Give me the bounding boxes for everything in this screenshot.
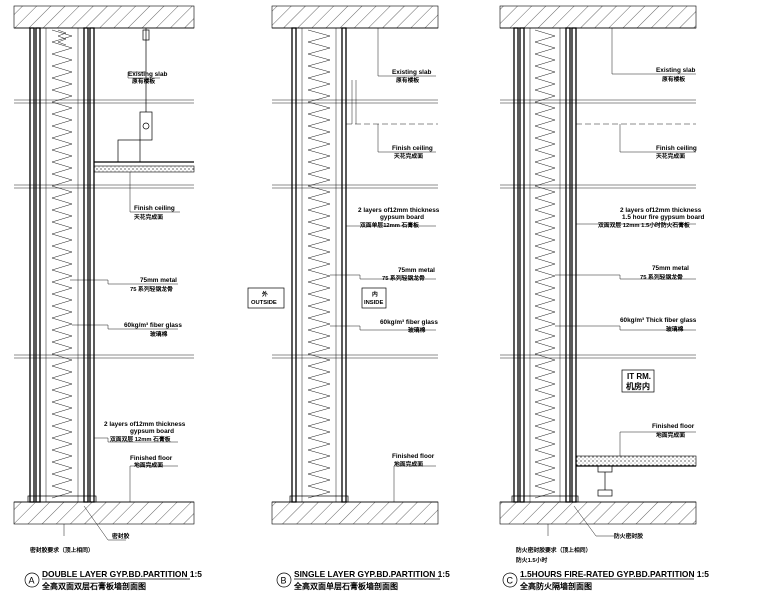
room-tag	[621, 369, 655, 393]
note-b-finish-ceiling-cn: 天花完成面	[394, 152, 423, 160]
panel-c-marker	[502, 572, 518, 588]
panel-c-title-cn: 全高防火隔墙剖面图	[519, 581, 592, 591]
panel-c-title: 1.5HOURS FIRE-RATED GYP.BD.PARTITION 1:5	[520, 569, 709, 579]
panel-a-title: DOUBLE LAYER GYP.BD.PARTITION 1:5	[42, 569, 202, 579]
ceiling-board-a	[93, 165, 195, 173]
note-a-fiber-glass: 60kg/m³ fiber glass	[124, 322, 182, 329]
outside-tag-cn: 外	[262, 290, 268, 298]
note-a-finished-floor-cn: 地面完成面	[134, 461, 163, 469]
existing-slab-b	[271, 5, 439, 29]
existing-slab-a	[13, 5, 195, 29]
note-c-finish-ceiling-cn: 天花完成面	[656, 152, 685, 160]
note-b-finished-floor: Finished floor	[392, 453, 435, 460]
note-c-gypsum-cn: 双面双层 12mm 1.5小时防火石膏板	[597, 221, 690, 229]
panel-a: Existing slab 原有楼板 Finish ceiling 天花完成面 …	[13, 5, 202, 591]
inside-tag-en: INSIDE	[364, 300, 383, 306]
note-b-fiber-glass: 60kg/m³ fiber glass	[380, 319, 438, 326]
panel-a-marker	[24, 572, 40, 588]
fiber-glass-a	[51, 29, 73, 499]
panel-b-id: B	[281, 576, 287, 586]
note-a-finish-ceiling: Finish ceiling	[134, 205, 175, 212]
panel-b-title: SINGLE LAYER GYP.BD.PARTITION 1:5	[294, 569, 450, 579]
note-b-metal-cn: 75 系列轻钢龙骨	[382, 274, 425, 282]
panel-b: Existing slab 原有楼板 Finish ceiling 天花完成面 …	[247, 5, 450, 591]
note-b-metal: 75mm metal	[398, 267, 435, 274]
fiber-glass-b	[307, 29, 331, 499]
raised-floor-c	[575, 455, 697, 467]
note-c-gypsum: 2 layers of12mm thickness	[620, 207, 702, 214]
floor-slab-c	[499, 501, 697, 525]
panel-c-id: C	[507, 576, 514, 586]
inside-tag	[361, 287, 387, 309]
outside-tag	[247, 287, 285, 309]
panel-b-marker	[276, 572, 292, 588]
note-b-gypsum-2: gypsum board	[380, 214, 424, 221]
note-a-existing-slab: Existing slab	[128, 71, 168, 78]
note-a-gypsum-cn: 双面双层 12mm 石膏板	[109, 435, 171, 443]
note-b-gypsum: 2 layers of12mm thickness	[358, 207, 440, 214]
note-c-fiber-glass-cn: 玻璃棉	[666, 325, 684, 333]
note-c-fire-rating: 防火1.5小时	[516, 556, 547, 564]
note-c-finished-floor: Finished floor	[652, 423, 695, 430]
inside-tag-cn: 内	[372, 290, 378, 298]
floor-slab-b	[271, 501, 439, 525]
existing-slab-c	[499, 5, 697, 29]
note-a-fiber-glass-cn: 玻璃棉	[150, 330, 168, 338]
note-a-finish-ceiling-cn: 天花完成面	[134, 213, 163, 221]
note-c-metal: 75mm metal	[652, 265, 689, 272]
note-a-finished-floor: Finished floor	[130, 455, 173, 462]
note-b-fiber-glass-cn: 玻璃棉	[408, 326, 426, 334]
note-c-metal-cn: 75 系列轻钢龙骨	[640, 273, 683, 281]
note-c-fiber-glass: 60kg/m³ Thick fiber glass	[620, 317, 697, 324]
panel-b-title-cn: 全高双面单层石膏板墙剖面图	[293, 581, 398, 591]
note-c-gypsum-2: 1.5 hour fire gypsum board	[622, 214, 704, 221]
panel-a-id: A	[29, 576, 35, 586]
panel-a-title-cn: 全高双面双层石膏板墙剖面图	[41, 581, 146, 591]
note-a-gypsum-2: gypsum board	[130, 428, 174, 435]
note-b-gypsum-cn: 双面单层12mm 石膏板	[359, 221, 419, 229]
room-tag-cn: 机房内	[626, 381, 650, 391]
note-a-metal-cn: 75 系列轻钢龙骨	[130, 285, 173, 293]
note-a-gypsum: 2 layers of12mm thickness	[104, 421, 186, 428]
note-a-sealant-req: 密封胶要求（顶上相同）	[30, 546, 94, 554]
note-c-existing-slab-cn: 原有楼板	[662, 75, 685, 83]
note-c-finished-floor-cn: 地面完成面	[656, 431, 685, 439]
note-a-existing-slab-cn: 原有楼板	[132, 77, 155, 85]
note-b-finish-ceiling: Finish ceiling	[392, 145, 433, 152]
room-tag-en: IT RM.	[627, 372, 651, 381]
outside-tag-en: OUTSIDE	[251, 300, 277, 306]
note-b-existing-slab: Existing slab	[392, 69, 432, 76]
note-c-fire-sealant-req: 防火密封胶要求（顶上相同）	[516, 546, 591, 554]
note-c-existing-slab: Existing slab	[656, 67, 696, 74]
note-b-finished-floor-cn: 地面完成面	[394, 460, 423, 468]
floor-slab-a	[13, 501, 195, 525]
note-a-sealant: 密封胶	[112, 532, 130, 540]
panel-c: Existing slab 原有楼板 Finish ceiling 天花完成面 …	[499, 5, 709, 591]
note-c-fire-sealant: 防火密封胶	[614, 532, 643, 540]
fiber-glass-c	[534, 29, 556, 499]
note-a-metal: 75mm metal	[140, 277, 177, 284]
note-c-finish-ceiling: Finish ceiling	[656, 145, 697, 152]
note-b-existing-slab-cn: 原有楼板	[396, 76, 419, 84]
